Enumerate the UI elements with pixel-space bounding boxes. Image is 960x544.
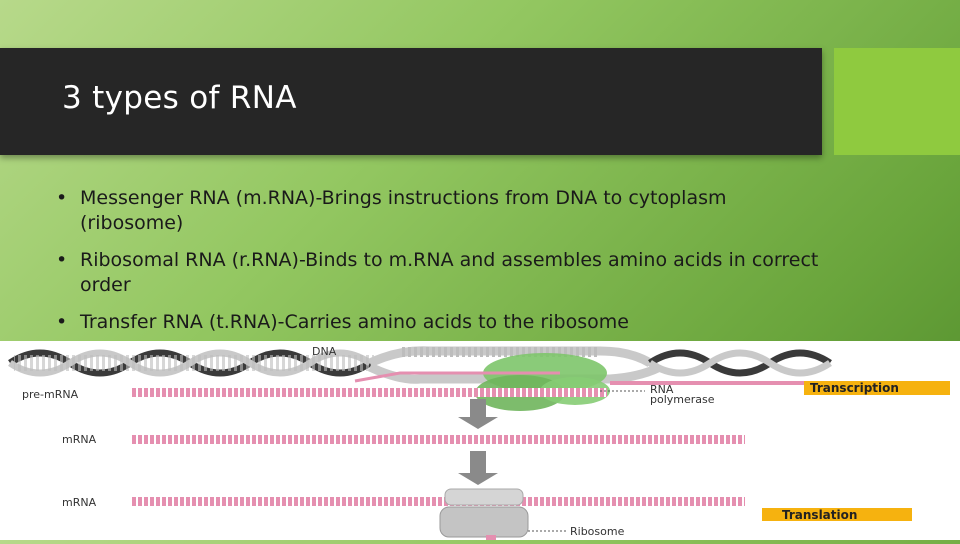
rna-polymerase-label-1: RNA [650,383,674,396]
pre-mrna-strand [132,388,607,397]
mrna-strand-1 [130,435,745,444]
bullet-icon: • [56,311,68,333]
bullet-item: • Transfer RNA (t.RNA)-Carries amino acid… [56,310,826,335]
title-band [0,48,822,155]
pre-mrna-label: pre-mRNA [22,388,79,401]
bullet-text: Messenger RNA (m.RNA)-Brings instruction… [80,187,727,234]
bullet-icon: • [56,187,68,209]
bullet-list: • Messenger RNA (m.RNA)-Brings instructio… [56,186,826,335]
transcription-label: Transcription [810,381,899,395]
down-arrow-icon [458,451,498,485]
translation-box [762,508,912,521]
bullet-text: Ribosomal RNA (r.RNA)-Binds to m.RNA and… [80,249,819,296]
bullet-icon: • [56,249,68,271]
transcription-translation-figure: DNA pre-mRNA RNA polymerase Transcriptio… [0,341,960,540]
ribosome [439,488,529,540]
mrna-strand-2 [130,497,745,506]
bullet-item: • Ribosomal RNA (r.RNA)-Binds to m.RNA an… [56,248,826,298]
accent-block [834,48,960,155]
translation-label: Translation [782,508,857,522]
rna-polymerase-label-2: polymerase [650,393,715,406]
slide-title: 3 types of RNA [62,80,297,116]
transcription-box [804,381,950,395]
mrna-label-1: mRNA [62,433,97,446]
bullet-item: • Messenger RNA (m.RNA)-Brings instructio… [56,186,826,236]
dna-template-line [610,381,810,385]
down-arrow-icon [458,399,498,429]
dna-label: DNA [312,345,337,358]
rna-polymerase [475,353,610,411]
ribosome-label: Ribosome [570,525,625,538]
dna-helix-right [648,349,832,377]
dna-helix-left [8,349,374,377]
figure-svg: DNA pre-mRNA RNA polymerase Transcriptio… [8,345,950,540]
mrna-label-2: mRNA [62,496,97,509]
bullet-text: Transfer RNA (t.RNA)-Carries amino acids… [80,311,629,333]
